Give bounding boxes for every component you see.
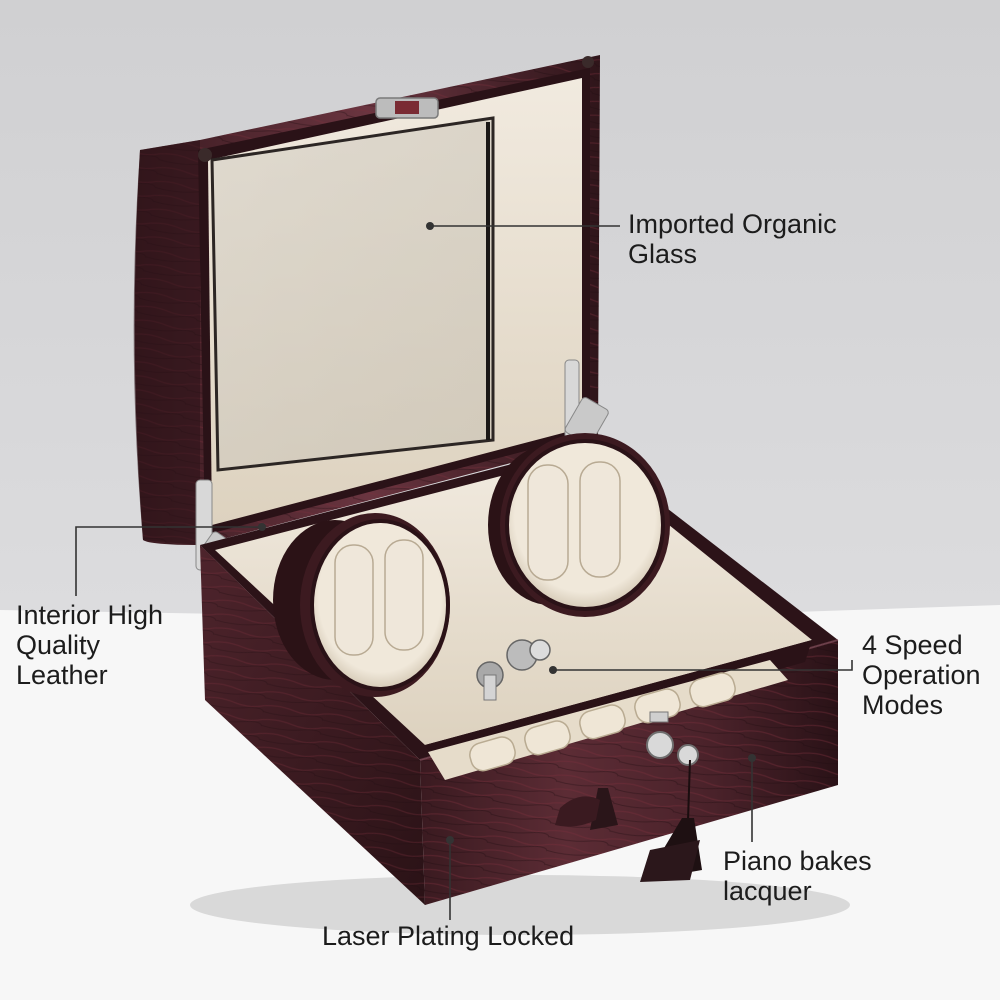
callout-glass-line2: Glass xyxy=(628,239,698,269)
lid xyxy=(133,55,600,545)
callout-speed: 4 Speed Operation Modes xyxy=(862,630,981,720)
callout-leather: Interior High Quality Leather xyxy=(16,600,163,690)
callout-speed-line3: Modes xyxy=(862,690,944,720)
callout-dots xyxy=(258,222,756,844)
callout-leather-line3: Leather xyxy=(16,660,108,690)
callout-speed-line1: 4 Speed xyxy=(862,630,963,660)
box-shadow xyxy=(190,875,850,935)
callout-glass: Imported Organic Glass xyxy=(628,209,837,269)
callout-lacquer-line1: Piano bakes xyxy=(723,846,872,876)
watch-tray xyxy=(425,640,812,780)
winder-drum-left xyxy=(273,513,450,697)
callout-lacquer: Piano bakes lacquer xyxy=(723,846,872,906)
callout-speed-line2: Operation xyxy=(862,660,981,690)
winder-drum-right xyxy=(488,433,670,617)
callout-dot-glass xyxy=(426,222,434,230)
callout-lines xyxy=(75,225,853,920)
callout-line-speed xyxy=(553,660,853,671)
callout-dot-leather xyxy=(258,523,266,531)
callout-dot-lock xyxy=(446,836,454,844)
callout-lock-line1: Laser Plating Locked xyxy=(322,921,575,951)
callout-line-leather xyxy=(75,526,262,596)
tassel-left xyxy=(555,788,618,830)
speed-knob-right xyxy=(506,639,551,671)
callout-dot-speed xyxy=(549,666,557,674)
callout-lock: Laser Plating Locked xyxy=(322,921,574,951)
callout-lacquer-line2: lacquer xyxy=(723,876,812,906)
callout-leather-line2: Quality xyxy=(16,630,101,660)
speed-knob-left xyxy=(476,661,504,701)
lock xyxy=(646,711,699,821)
callout-dot-lacquer xyxy=(748,754,756,762)
tassel-right xyxy=(640,818,702,882)
callout-leather-line1: Interior High xyxy=(16,600,164,630)
callout-glass-line1: Imported Organic xyxy=(628,209,837,239)
